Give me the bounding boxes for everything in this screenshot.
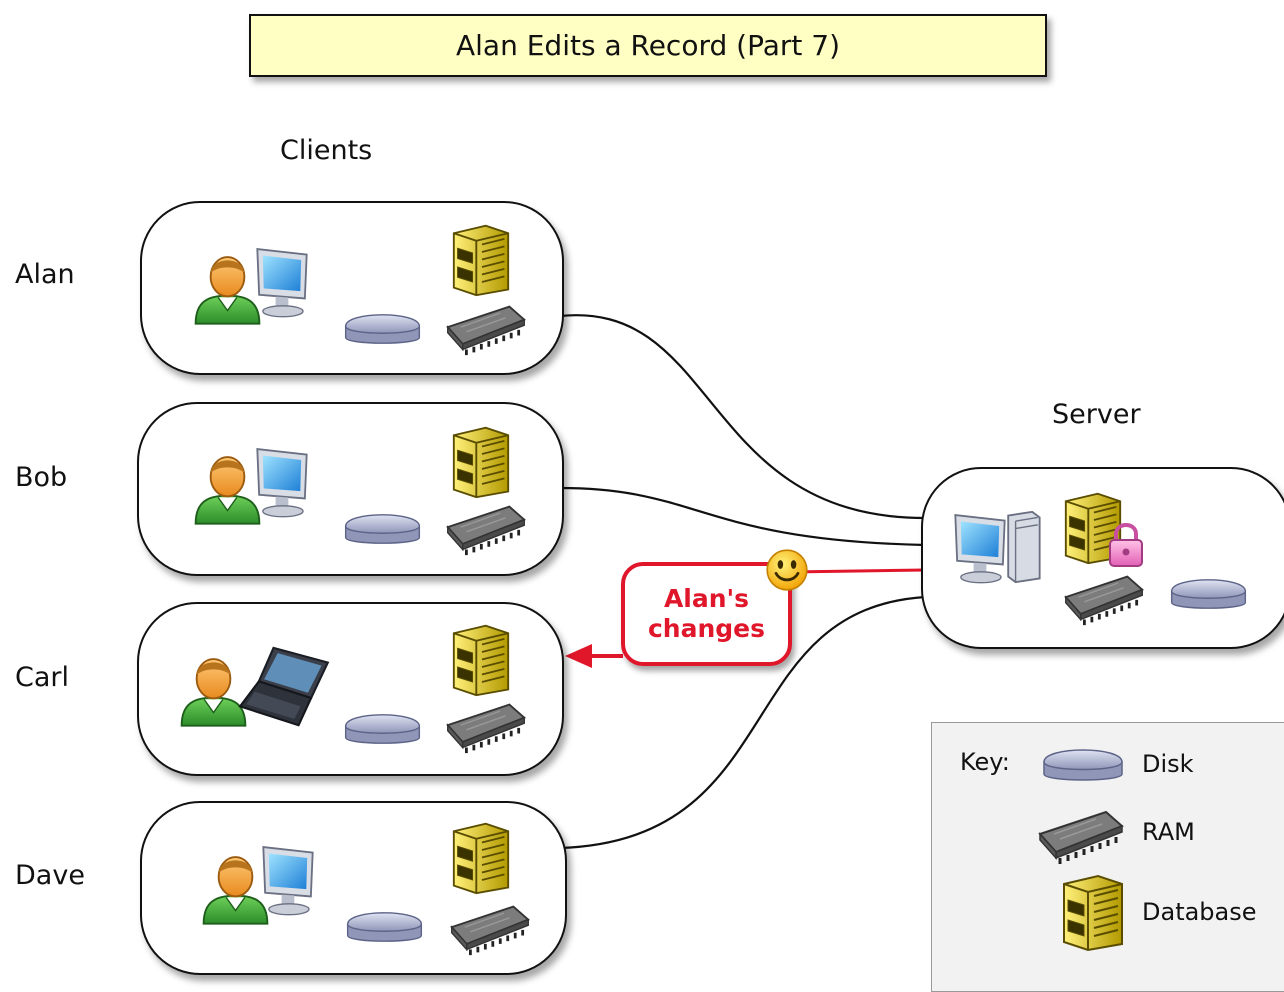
ram-icon (448, 900, 532, 958)
laptop-icon (238, 643, 332, 728)
database-icon (446, 424, 516, 499)
database-icon (1058, 872, 1128, 952)
alans-changes-callout: Alan's changes (621, 562, 792, 666)
ram-icon (444, 300, 528, 358)
smiley-face-icon (765, 548, 809, 592)
monitor-icon (256, 836, 320, 924)
connector-bob-server (559, 486, 926, 547)
lock-icon (1106, 520, 1146, 568)
client-label-bob: Bob (15, 462, 68, 493)
disk-icon (342, 903, 427, 951)
disk-icon (340, 505, 425, 553)
connector-dave-server (559, 595, 926, 850)
ram-icon (1062, 570, 1146, 628)
server-heading: Server (1052, 399, 1141, 430)
key-heading: Key: (960, 748, 1010, 776)
monitor-icon (250, 238, 314, 326)
client-label-dave: Dave (15, 860, 85, 891)
tower-icon (1004, 510, 1042, 584)
connector-carl-server (789, 568, 926, 574)
disk-icon (340, 705, 425, 753)
callout-line-2: changes (647, 614, 766, 643)
ram-icon (444, 698, 528, 756)
connections-layer (559, 314, 926, 850)
key-label-database: Database (1142, 898, 1257, 926)
callout-line-1: Alan's (663, 584, 750, 613)
disk-icon (340, 305, 425, 353)
clients-heading: Clients (280, 135, 373, 166)
database-icon (446, 222, 516, 297)
monitor-icon (948, 508, 1012, 588)
disk-icon (1038, 740, 1128, 790)
client-label-alan: Alan (15, 259, 75, 290)
diagram-title: Alan Edits a Record (Part 7) (249, 14, 1047, 77)
key-label-ram: RAM (1142, 818, 1195, 846)
connector-alan-server (559, 314, 926, 520)
changes-arrowhead (565, 644, 592, 668)
disk-icon (1166, 570, 1251, 618)
monitor-icon (250, 438, 314, 526)
database-icon (446, 622, 516, 697)
database-icon (446, 820, 516, 895)
key-label-disk: Disk (1142, 750, 1194, 778)
client-label-carl: Carl (15, 662, 69, 693)
ram-icon (444, 500, 528, 558)
ram-icon (1036, 806, 1126, 866)
